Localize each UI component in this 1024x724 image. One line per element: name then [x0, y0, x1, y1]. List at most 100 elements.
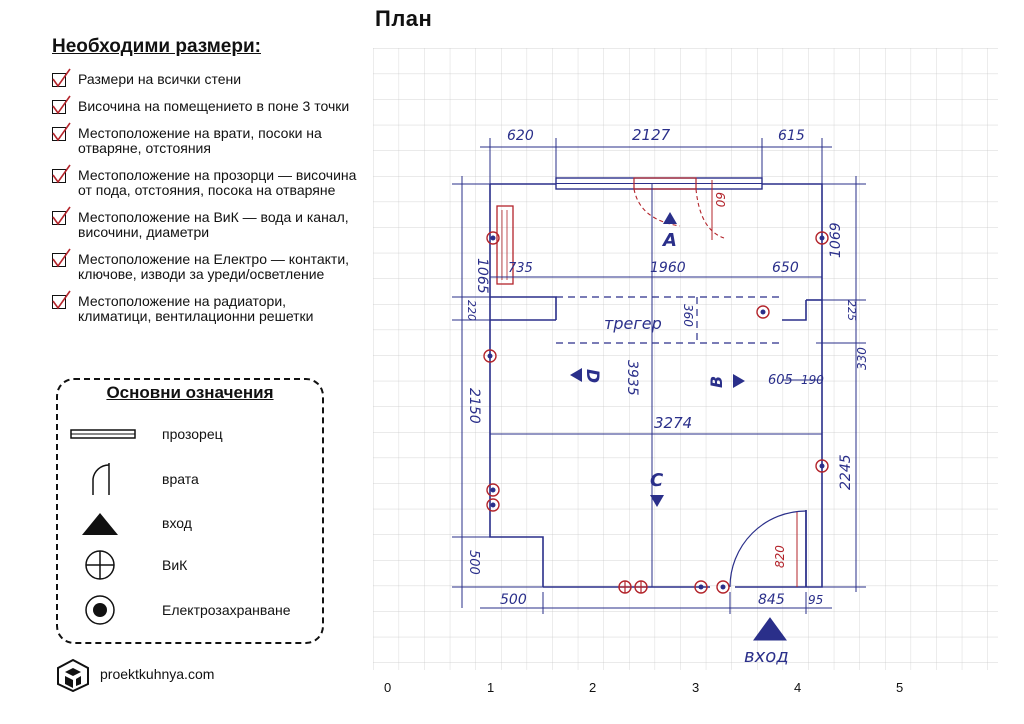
dim-label: 500	[466, 550, 481, 575]
requirement-text: Местоположение на врати, посоки на отвар…	[78, 125, 322, 156]
beam-outline	[556, 296, 782, 344]
legend-row-power: Електрозахранване	[58, 590, 322, 630]
entrance-icon	[570, 368, 582, 382]
checked-checkbox-icon	[52, 95, 71, 115]
legend-box: Основни означения прозорец врата вход Ви…	[56, 378, 324, 644]
dim-label: 3935	[624, 360, 640, 396]
axis-number: 5	[896, 680, 903, 695]
entrance-icon	[733, 374, 745, 388]
wall-label-a: A	[661, 230, 677, 251]
requirements-title: Необходими размери:	[52, 36, 261, 57]
requirement-text: Височина на помещението в поне 3 точки	[78, 98, 350, 114]
requirement-item: Местоположение на ВиК — вода и канал, ви…	[52, 206, 357, 240]
legend-label: врата	[162, 471, 199, 487]
wall-label-d: D	[582, 369, 602, 383]
axis-number: 4	[794, 680, 801, 695]
requirement-text: Местоположение на прозорци — височина от…	[78, 167, 357, 198]
page-title: План	[375, 6, 433, 31]
power-outlet-icon	[694, 580, 708, 594]
power-outlet-icon	[716, 580, 730, 594]
dim-label: 60	[713, 192, 727, 208]
requirement-item: Височина на помещението в поне 3 точки	[52, 95, 357, 115]
dim-label: 220	[465, 300, 478, 321]
legend-label: Електрозахранване	[162, 602, 291, 618]
dim-label: 225	[845, 300, 858, 321]
dim-label: 500	[500, 592, 527, 608]
dimension-labels: 620 2127 615 1065 1069 60 735 1960 650 2…	[465, 126, 869, 667]
axis-number: 0	[384, 680, 391, 695]
axis-numbers: 0 1 2 3 4 5	[384, 680, 903, 695]
plumbing-icon	[634, 580, 648, 594]
door-icon	[68, 459, 138, 499]
checked-checkbox-icon	[52, 206, 71, 226]
wall-label-c: C	[650, 470, 664, 491]
power-outlet-icon	[815, 231, 829, 245]
checked-checkbox-icon	[52, 122, 71, 142]
legend-title: Основни означения	[106, 383, 274, 402]
legend-row-window: прозорец	[58, 414, 322, 454]
power-outlet-icon	[815, 459, 829, 473]
dim-label: 2127	[632, 126, 671, 144]
wall-label-b: B	[707, 376, 726, 388]
requirement-item: Местоположение на прозорци — височина от…	[52, 164, 357, 198]
dim-label: 605	[768, 373, 793, 388]
legend-label: ВиК	[162, 557, 188, 573]
requirements-list: Размери на всички стени Височина на поме…	[52, 68, 357, 336]
dim-label: 1960	[650, 260, 686, 276]
dim-label: 615	[778, 128, 805, 144]
power-outlet-icon	[486, 231, 500, 245]
dim-label: 650	[772, 260, 799, 276]
checked-checkbox-icon	[52, 68, 71, 88]
dim-label: 2150	[466, 388, 482, 424]
power-outlet-icon	[486, 498, 500, 512]
entrance-icon	[753, 617, 787, 641]
dim-label: 330	[855, 347, 869, 370]
entrance-icon	[68, 503, 138, 543]
axis-number: 1	[487, 680, 494, 695]
plumbing-icon	[68, 545, 138, 585]
requirement-item: Местоположение на Електро — контакти, кл…	[52, 248, 357, 282]
dim-label: 360	[681, 304, 695, 327]
window-top	[555, 177, 763, 240]
entrance-door	[729, 510, 807, 588]
requirement-item: Размери на всички стени	[52, 68, 357, 88]
dimension-lines	[452, 138, 866, 614]
legend-label: вход	[162, 515, 192, 531]
dim-label: 735	[508, 261, 533, 276]
power-outlet-icon	[756, 305, 770, 319]
requirement-text: Местоположение на радиатори, климатици, …	[78, 293, 314, 324]
dim-label: 190	[801, 373, 824, 387]
requirement-item: Местоположение на врати, посоки на отвар…	[52, 122, 357, 156]
entrance-icon	[663, 212, 677, 224]
dim-label: 1065	[474, 258, 490, 294]
requirement-text: Местоположение на Електро — контакти, кл…	[78, 251, 350, 282]
wall-markers: A D B C	[570, 212, 745, 507]
window-icon	[68, 414, 138, 454]
requirement-text: Размери на всички стени	[78, 71, 242, 87]
dim-label: 1069	[828, 222, 844, 258]
plumbing-icon	[618, 580, 632, 594]
dim-label: 620	[507, 128, 534, 144]
legend-row-entrance: вход	[58, 503, 322, 543]
dim-label: 95	[808, 593, 823, 607]
dim-label: 845	[758, 592, 785, 608]
legend-row-plumbing: ВиК	[58, 545, 322, 585]
checked-checkbox-icon	[52, 164, 71, 184]
power-outlet-icon	[68, 590, 138, 630]
dim-label: 3274	[654, 414, 692, 432]
dim-label: 2245	[838, 454, 854, 490]
brand-logo-icon	[56, 658, 90, 693]
entrance-label: вход	[744, 646, 789, 667]
brand-name[interactable]: proektkuhnya.com	[100, 666, 215, 682]
radiator-left	[496, 205, 514, 285]
axis-number: 3	[692, 680, 699, 695]
legend-label: прозорец	[162, 426, 223, 442]
entrance-icon	[650, 495, 664, 507]
grid-paper	[373, 48, 998, 670]
requirement-text: Местоположение на ВиК — вода и канал, ви…	[78, 209, 349, 240]
power-outlet-icon	[483, 349, 497, 363]
checked-checkbox-icon	[52, 248, 71, 268]
fixtures	[483, 231, 829, 594]
power-outlet-icon	[486, 483, 500, 497]
